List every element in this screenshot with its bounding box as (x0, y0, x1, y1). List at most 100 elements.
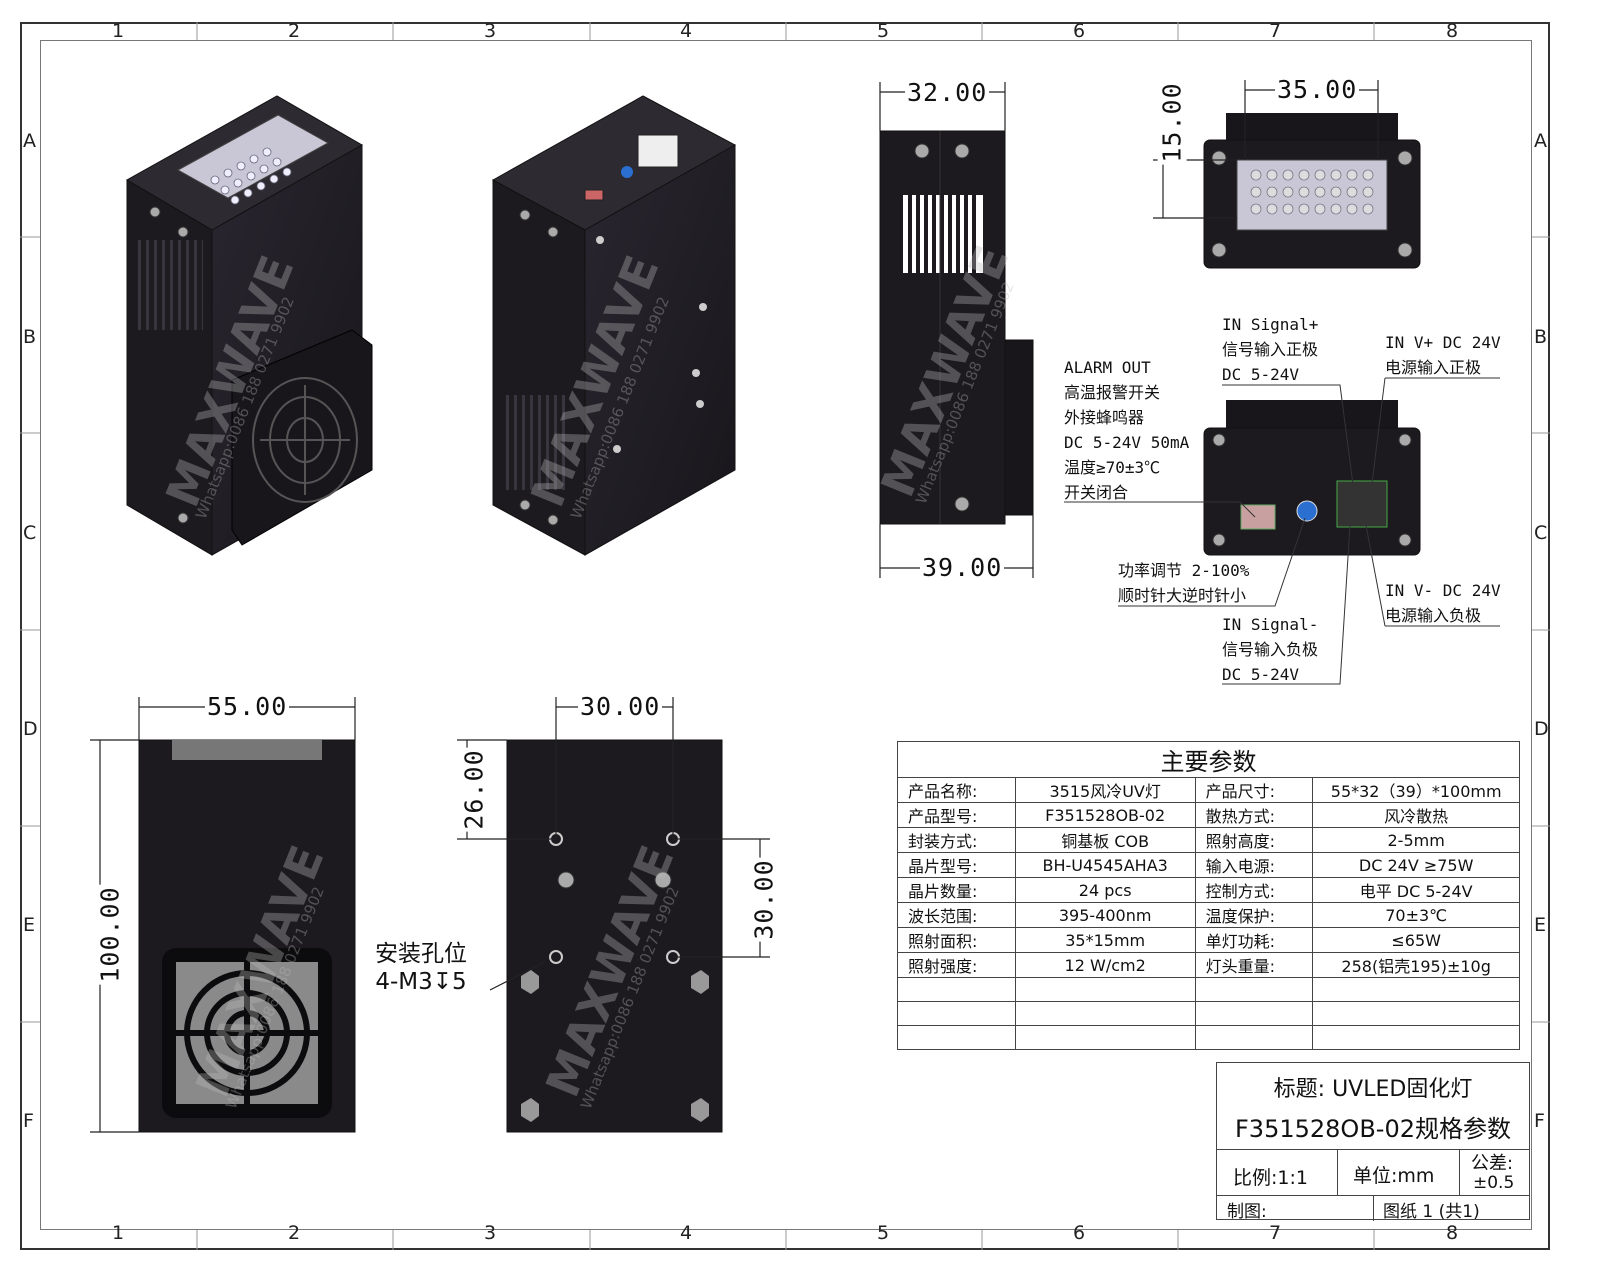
note-line: 温度≥70±3℃ (1064, 458, 1161, 477)
spec-key: 产品名称: (897, 777, 1016, 803)
iso-view-front (125, 95, 373, 556)
spec-key: 输入电源: (1194, 852, 1314, 878)
spec-value: F351528OB-02 (1014, 802, 1196, 828)
title-line2: F351528OB-02规格参数 (1235, 1115, 1511, 1143)
dim-side-width: 32.00 (905, 78, 990, 107)
spec-value: 55*32（39）*100mm (1312, 777, 1520, 803)
spec-value: 258(铝壳195)±10g (1312, 952, 1520, 978)
zone-number: 1 (112, 20, 125, 42)
zone-number: 5 (877, 20, 890, 42)
spec-key: 波长范围: (897, 902, 1016, 928)
zone-number: 3 (484, 20, 497, 42)
tolerance-value: ±0.5 (1473, 1173, 1515, 1193)
spec-value: 395-400nm (1014, 902, 1196, 928)
zone-number: 4 (680, 20, 693, 42)
sheet-label: 图纸 1 (共1) (1383, 1202, 1480, 1222)
zone-number: 8 (1446, 1222, 1459, 1244)
zone-letter: A (23, 130, 36, 152)
note-line: ALARM OUT (1064, 358, 1151, 377)
title-block: 标题: UVLED固化灯 F351528OB-02规格参数 比例:1:1 单位:… (1216, 1062, 1530, 1222)
zone-number: 4 (680, 1222, 693, 1244)
spec-key: 散热方式: (1194, 802, 1314, 828)
zone-letter: E (1534, 914, 1547, 936)
spec-key: 照射强度: (897, 952, 1016, 978)
note-line: 电源输入正极 (1385, 358, 1482, 377)
spec-key: 产品型号: (897, 802, 1016, 828)
note-line: 信号输入正极 (1222, 340, 1319, 359)
zone-letter: E (23, 914, 36, 936)
spec-value: 24 pcs (1014, 877, 1196, 903)
note-line: IN V- DC 24V (1385, 581, 1501, 600)
spec-value: 风冷散热 (1312, 802, 1520, 828)
scale-label: 比例:1:1 (1233, 1167, 1308, 1189)
note-line: DC 5-24V (1222, 665, 1300, 684)
zone-letter: B (1534, 326, 1548, 348)
zone-number: 7 (1269, 20, 1282, 42)
note-line: 外接蜂鸣器 (1064, 408, 1145, 427)
unit-label: 单位:mm (1353, 1165, 1435, 1187)
dim-bottom-width: 55.00 (205, 692, 290, 721)
zone-number: 2 (288, 20, 301, 42)
dim-front-width: 35.00 (1275, 75, 1360, 104)
note-line: DC 5-24V (1222, 365, 1300, 384)
zone-number: 5 (877, 1222, 890, 1244)
spec-key: 单灯功耗: (1194, 927, 1314, 953)
note-line: 功率调节 2-100% (1118, 561, 1250, 580)
note-line: IN Signal- (1222, 615, 1319, 634)
back-view (1203, 400, 1421, 556)
dim-front-height: 15.00 (1157, 80, 1187, 165)
note-power-minus: IN V- DC 24V 电源输入负极 (1385, 578, 1501, 628)
dim-hole-offset-y: 26.00 (459, 747, 489, 832)
spec-key: 温度保护: (1194, 902, 1314, 928)
leader-lines (1064, 377, 1500, 685)
iso-view-back (491, 95, 737, 556)
zone-letter: A (1534, 130, 1547, 152)
title-line1: 标题: UVLED固化灯 (1273, 1077, 1473, 1102)
spec-value: DC 24V ≥75W (1312, 852, 1520, 878)
spec-value: 3515风冷UV灯 (1014, 777, 1196, 803)
spec-key: 封装方式: (897, 827, 1016, 853)
note-line: 高温报警开关 (1064, 383, 1161, 402)
spec-key: 晶片型号: (897, 852, 1016, 878)
zone-letter: F (1534, 1110, 1545, 1132)
spec-row: 产品名称:3515风冷UV灯产品尺寸:55*32（39）*100mm (897, 777, 1520, 803)
spec-value: 电平 DC 5-24V (1312, 877, 1520, 903)
zone-number: 6 (1073, 20, 1086, 42)
note-signal-plus: IN Signal+ 信号输入正极 DC 5-24V (1222, 312, 1318, 387)
tolerance-label: 公差: (1471, 1153, 1514, 1174)
note-line: DC 5-24V 50mA (1064, 433, 1190, 452)
zone-letter: B (23, 326, 37, 348)
note-line: 信号输入负极 (1222, 640, 1319, 659)
mount-hole-line1: 安装孔位 (375, 941, 467, 967)
spec-key: 产品尺寸: (1194, 777, 1314, 803)
note-line: IN V+ DC 24V (1385, 333, 1501, 352)
zone-letter: F (23, 1110, 34, 1132)
zone-letter: C (23, 522, 37, 544)
zone-number: 1 (112, 1222, 125, 1244)
zone-number: 6 (1073, 1222, 1086, 1244)
note-line: IN Signal+ (1222, 315, 1319, 334)
zone-number: 3 (484, 1222, 497, 1244)
spec-value: 70±3℃ (1312, 902, 1520, 928)
inner-border (40, 40, 1532, 1230)
note-power-plus: IN V+ DC 24V 电源输入正极 (1385, 330, 1501, 380)
zone-letter: C (1534, 522, 1548, 544)
spec-key: 晶片数量: (897, 877, 1016, 903)
note-alarm-out: ALARM OUT 高温报警开关外接蜂鸣器 DC 5-24V 50mA 温度≥70±3… (1064, 355, 1189, 505)
note-line: 电源输入负极 (1385, 606, 1482, 625)
drawn-by-label: 制图: (1227, 1202, 1267, 1222)
zone-number: 8 (1446, 20, 1459, 42)
spec-key: 照射高度: (1194, 827, 1314, 853)
spec-value: 35*15mm (1014, 927, 1196, 953)
zone-number: 7 (1269, 1222, 1282, 1244)
spec-value: 铜基板 COB (1014, 827, 1196, 853)
